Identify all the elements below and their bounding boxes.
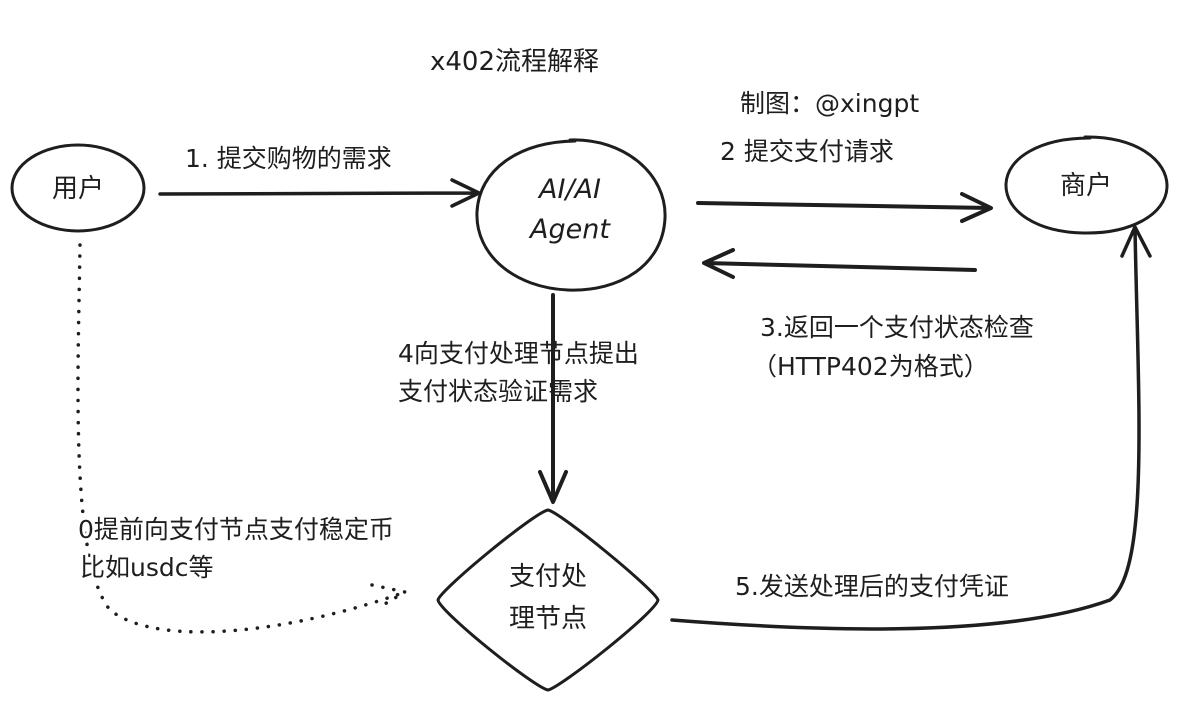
arrow-curved-up-icon (670, 225, 1152, 631)
arrow-step0: 0提前向支付节点支付稳定币 比如usdc等 (75, 243, 410, 634)
step0-label-line2: 比如usdc等 (80, 553, 213, 582)
step2-label: 2 提交支付请求 (720, 137, 894, 166)
user-label: 用户 (52, 174, 104, 204)
step3-label-line1: 3.返回一个支付状态检查 (760, 313, 1034, 342)
processor-label-line1: 支付处 (509, 562, 587, 592)
processor-diamond (436, 508, 660, 692)
arrow-step4: 4向支付处理节点提出 支付状态验证需求 (398, 293, 639, 504)
arrow-step3: 3.返回一个支付状态检查 （HTTP402为格式） (702, 248, 1034, 381)
agent-label-line2: Agent (528, 214, 611, 245)
arrow-right-icon (158, 178, 481, 208)
agent-node: AI/AI Agent (475, 138, 667, 292)
merchant-label: 商户 (1060, 171, 1112, 201)
payment-processor-node: 支付处 理节点 (436, 508, 660, 692)
step1-label: 1. 提交购物的需求 (185, 144, 392, 173)
diagram-title: x402流程解释 (430, 47, 599, 77)
step4-label-line1: 4向支付处理节点提出 (398, 339, 639, 368)
user-node: 用户 (10, 143, 146, 233)
arrow-down-icon (538, 293, 568, 504)
step4-label-line2: 支付状态验证需求 (398, 377, 598, 406)
arrow-step5: 5.发送处理后的支付凭证 (670, 225, 1152, 631)
step5-label: 5.发送处理后的支付凭证 (735, 572, 1009, 601)
merchant-ellipse (1004, 135, 1169, 235)
arrow-right-icon (696, 192, 993, 223)
arrow-step1: 1. 提交购物的需求 (158, 144, 481, 208)
merchant-node: 商户 (1004, 135, 1169, 235)
arrow-left-icon (702, 248, 977, 279)
agent-label-line1: AI/AI (537, 174, 601, 205)
credit-label: 制图：@xingpt (740, 89, 919, 118)
step3-label-line2: （HTTP402为格式） (752, 352, 989, 381)
user-ellipse (10, 143, 146, 233)
processor-label-line2: 理节点 (509, 604, 587, 634)
step0-label-line1: 0提前向支付节点支付稳定币 (78, 515, 394, 544)
agent-ellipse (475, 138, 667, 292)
dotted-arrowhead-icon (370, 583, 410, 610)
arrow-step2: 2 提交支付请求 (696, 137, 993, 223)
